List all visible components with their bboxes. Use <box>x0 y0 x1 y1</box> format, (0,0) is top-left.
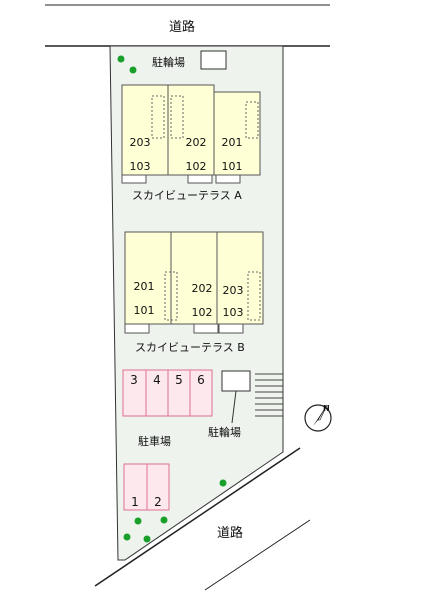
unit-b-102: 102 <box>192 306 213 319</box>
tree <box>160 516 168 524</box>
north-road-label: 道路 <box>169 19 195 35</box>
bike-parking-mid-label: 駐輪場 <box>208 425 241 439</box>
south-road-edge-bottom <box>204 519 311 591</box>
parking-space-4-label: 4 <box>153 373 161 387</box>
tree <box>134 517 142 525</box>
building-b-unit-2 <box>170 231 218 325</box>
building-b-porch-1 <box>124 323 150 334</box>
building-a-porch-1 <box>121 174 147 184</box>
building-a-unit-3 <box>213 91 261 176</box>
unit-b-201: 201 <box>134 280 155 293</box>
building-a-stair-1 <box>151 95 165 139</box>
parking-space-6-label: 6 <box>197 373 205 387</box>
building-b-unit-1 <box>124 231 172 325</box>
bike-parking-north-box <box>200 50 227 70</box>
parking-space-1-label: 1 <box>131 495 139 509</box>
unit-a-202: 202 <box>186 136 207 149</box>
parking-bottom-row: 1 2 <box>123 463 170 511</box>
parking-space-2-label: 2 <box>154 495 162 509</box>
south-road-edge-top <box>94 447 301 587</box>
tree <box>117 55 125 63</box>
unit-a-101: 101 <box>222 160 243 173</box>
building-a-unit-2 <box>167 84 215 176</box>
unit-b-101: 101 <box>134 304 155 317</box>
compass-icon: N <box>304 404 332 432</box>
building-b-unit-3 <box>216 231 264 325</box>
tree <box>129 66 137 74</box>
unit-b-103: 103 <box>223 306 244 319</box>
building-b-porch-2 <box>193 323 219 334</box>
south-road-label: 道路 <box>217 525 243 541</box>
parking-space-5-label: 5 <box>175 373 183 387</box>
unit-a-102: 102 <box>186 160 207 173</box>
unit-a-201: 201 <box>222 136 243 149</box>
building-a-porch-2 <box>187 174 213 184</box>
building-b-porch-3 <box>218 323 244 334</box>
building-a-stair-3 <box>245 101 259 139</box>
unit-b-203: 203 <box>223 284 244 297</box>
building-a-name: スカイビューテラス A <box>132 189 242 202</box>
building-a-porch-3 <box>215 174 241 184</box>
bike-parking-mid-leader <box>231 390 237 424</box>
unit-b-202: 202 <box>192 282 213 295</box>
building-b-name: スカイビューテラス B <box>135 341 245 354</box>
parking-space-3-label: 3 <box>130 373 138 387</box>
building-b-stair-1 <box>164 271 178 321</box>
tree <box>143 535 151 543</box>
parking-top-row: 3 4 5 6 <box>122 369 213 417</box>
entrance-steps <box>255 373 283 417</box>
tree <box>123 533 131 541</box>
bike-parking-north-label: 駐輪場 <box>152 55 185 69</box>
unit-a-103: 103 <box>130 160 151 173</box>
unit-a-203: 203 <box>130 136 151 149</box>
bike-parking-mid-box <box>221 370 251 392</box>
compass-north-label: N <box>323 404 330 413</box>
parking-space-6 <box>189 369 213 417</box>
building-a-stair-2 <box>170 95 184 139</box>
parking-label: 駐車場 <box>138 434 171 448</box>
building-b: 201 202 203 101 102 103 <box>124 231 264 334</box>
building-a: 203 202 201 103 102 101 <box>121 84 261 184</box>
parking-space-2 <box>146 463 170 511</box>
tree <box>219 479 227 487</box>
building-b-stair-2 <box>247 271 261 321</box>
